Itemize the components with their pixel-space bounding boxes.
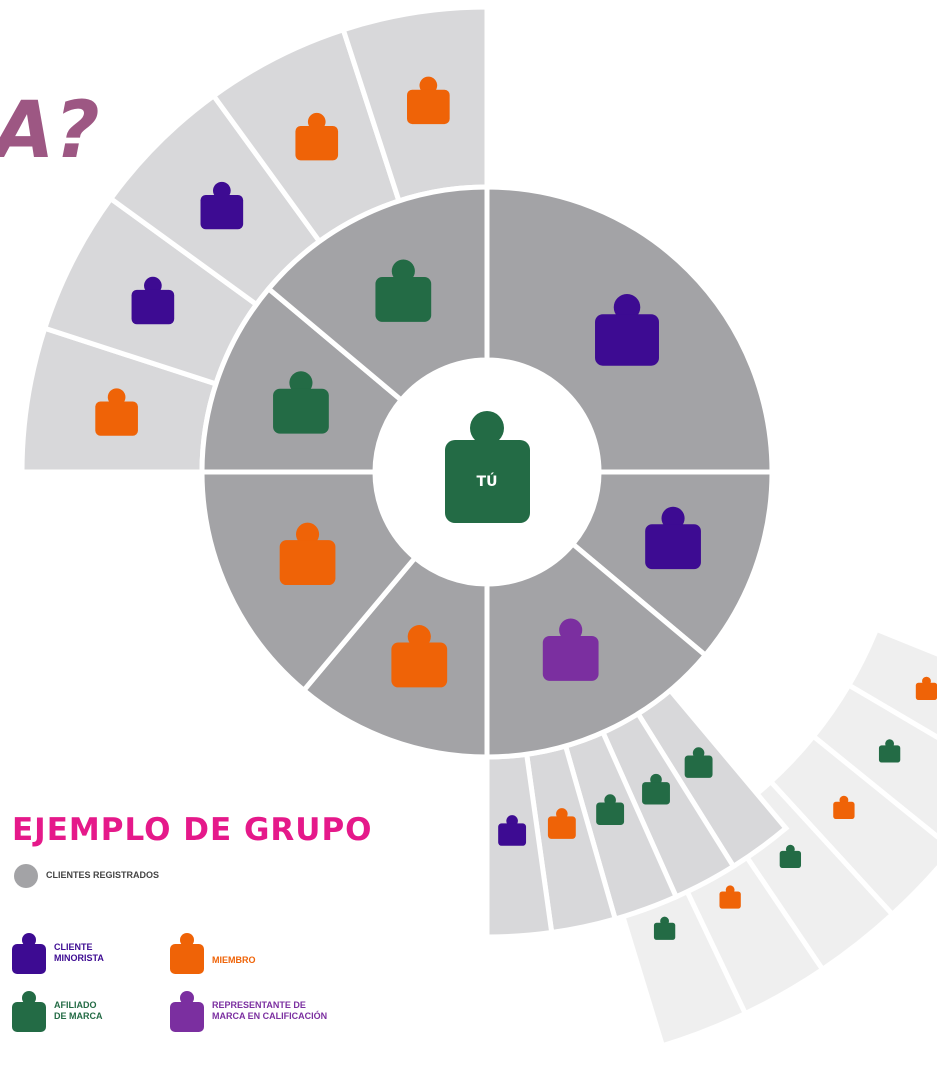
qualifying-person-icon	[542, 618, 599, 681]
gray-circle-icon	[14, 864, 38, 888]
center-icon-head	[470, 411, 504, 445]
headline: A?	[0, 86, 100, 176]
legend-brand-affiliate-label: AFILIADO DE MARCA	[54, 1000, 103, 1023]
member-person-icon	[295, 112, 339, 161]
member-person-icon	[833, 795, 855, 819]
legend-item-registered-clients: CLIENTES REGISTRADOS	[14, 864, 159, 888]
legend-qualifying-line-1: REPRESENTANTE DE	[212, 999, 306, 1010]
qualifying-representative-person-icon	[170, 991, 204, 1032]
legend-qualifying-line-2: MARCA EN CALIFICACIÓN	[212, 1011, 328, 1021]
legend-item-member: MIEMBRO	[170, 932, 256, 974]
brand-affiliate-person-icon	[12, 991, 46, 1032]
legend-retail-line-2: MINORISTA	[54, 953, 104, 963]
member-person-icon	[279, 522, 336, 586]
affiliate-person-icon	[653, 916, 676, 940]
legend-item-retail-customer: CLIENTE MINORISTA	[12, 932, 104, 974]
member-person-icon	[547, 808, 576, 839]
legend-item-qualifying-representative: REPRESENTANTE DE MARCA EN CALIFICACIÓN	[170, 990, 327, 1032]
retail-person-icon	[131, 276, 175, 325]
legend-retail-line-1: CLIENTE	[54, 941, 93, 952]
legend: EJEMPLO DE GRUPO CLIENTES REGISTRADOS CL…	[12, 812, 432, 1052]
center-icon-body	[445, 440, 530, 523]
affiliate-person-icon	[642, 773, 670, 805]
retail-person-icon	[595, 293, 659, 366]
member-person-icon	[719, 885, 741, 909]
legend-registered-clients-label: CLIENTES REGISTRADOS	[46, 870, 160, 881]
legend-affiliate-line-2: DE MARCA	[54, 1011, 103, 1021]
affiliate-person-icon	[684, 747, 713, 778]
affiliate-person-icon	[596, 794, 625, 825]
center-node: TÚ	[375, 360, 599, 584]
legend-title: EJEMPLO DE GRUPO	[12, 812, 373, 848]
member-person-icon	[170, 933, 204, 974]
member-person-icon	[95, 388, 138, 436]
member-person-icon	[407, 76, 450, 125]
person-icons	[95, 76, 937, 940]
legend-affiliate-line-1: AFILIADO	[54, 999, 97, 1010]
member-person-icon	[391, 625, 448, 688]
legend-item-brand-affiliate: AFILIADO DE MARCA	[12, 990, 103, 1032]
affiliate-person-icon	[878, 739, 901, 763]
center-label: TÚ	[477, 472, 498, 490]
affiliate-person-icon	[375, 259, 432, 322]
affiliate-person-icon	[273, 371, 329, 434]
member-person-icon	[915, 676, 937, 700]
legend-retail-customer-label: CLIENTE MINORISTA	[54, 942, 104, 965]
legend-qualifying-representative-label: REPRESENTANTE DE MARCA EN CALIFICACIÓN	[212, 1000, 327, 1023]
retail-person-icon	[498, 815, 527, 846]
legend-member-label: MIEMBRO	[212, 955, 256, 966]
affiliate-person-icon	[779, 844, 802, 869]
retail-person-icon	[645, 506, 701, 570]
retail-customer-person-icon	[12, 933, 46, 974]
retail-person-icon	[200, 181, 244, 230]
center-person-icon	[445, 411, 530, 523]
